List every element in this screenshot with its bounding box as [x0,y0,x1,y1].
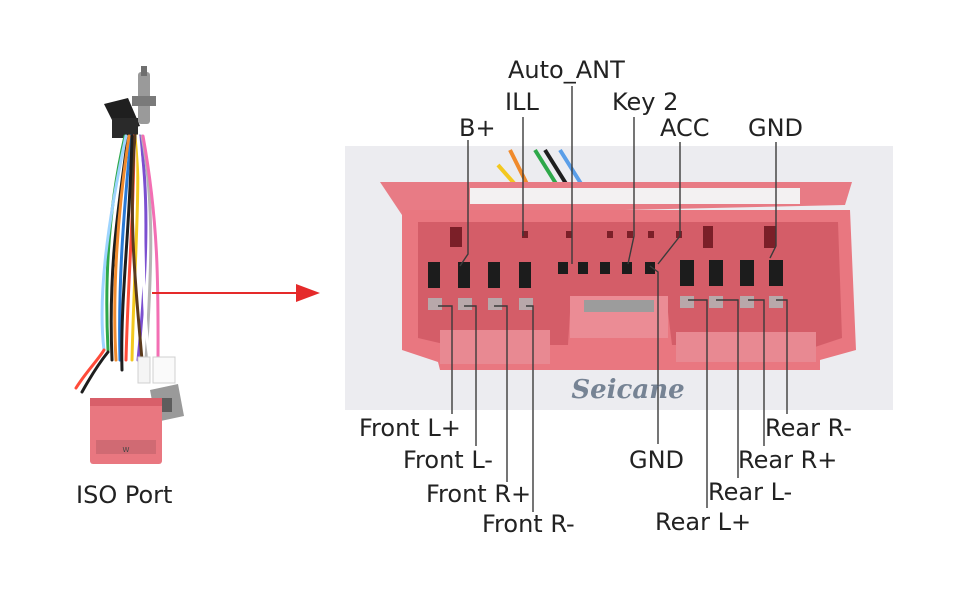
label-rear-l-plus: Rear L+ [655,508,752,536]
connector-photo [345,146,893,410]
label-rear-r-plus: Rear R+ [738,446,838,474]
iso-block-tag: W [123,446,130,454]
label-front-l-minus: Front L- [403,446,493,474]
label-auto-ant: Auto_ANT [508,56,625,84]
label-front-r-minus: Front R- [482,510,575,538]
label-b-plus: B+ [459,114,496,142]
label-key-2: Key 2 [612,88,679,116]
label-acc: ACC [660,114,710,142]
label-rear-l-minus: Rear L- [708,478,793,506]
label-gnd-top: GND [748,114,804,142]
brand-watermark: Seicane [571,375,684,405]
wire-harness-illustration: W [74,66,184,464]
label-gnd-bottom: GND [629,446,685,474]
label-ill: ILL [505,88,539,116]
iso-port-caption: ISO Port [76,481,173,509]
label-front-l-plus: Front L+ [359,414,461,442]
label-rear-r-minus: Rear R- [765,414,852,442]
label-front-r-plus: Front R+ [426,480,532,508]
pointer-arrow [152,284,320,302]
leader-lines [438,86,788,512]
